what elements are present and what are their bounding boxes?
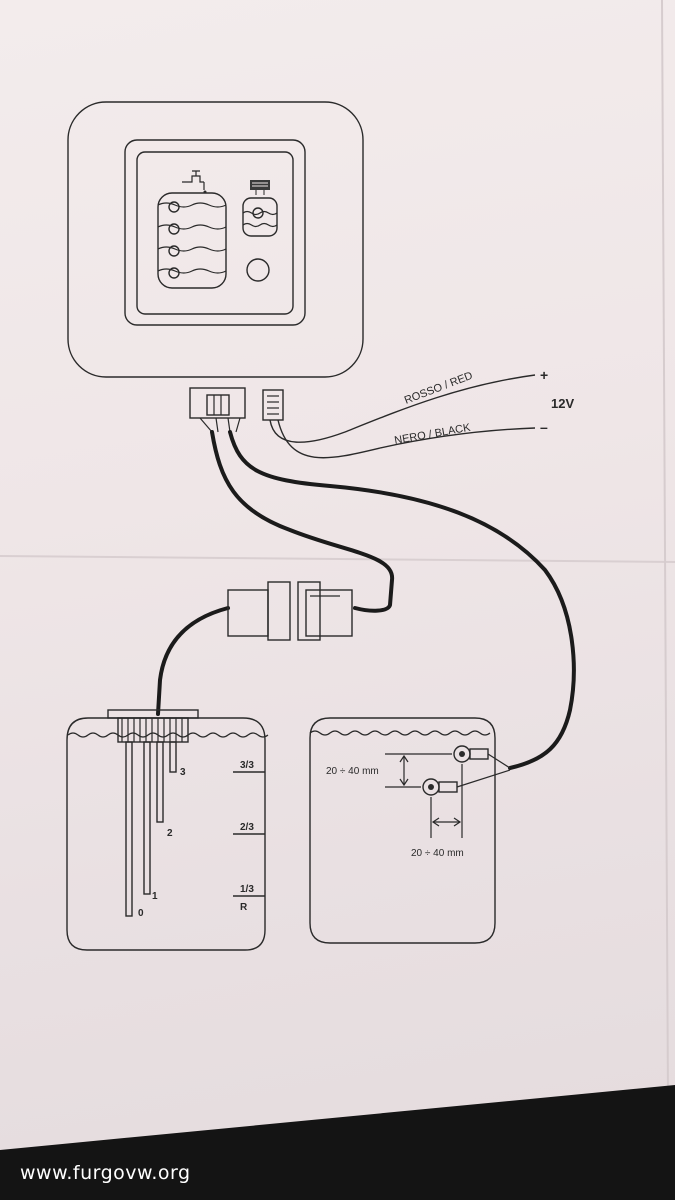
minus-terminal: –	[540, 419, 548, 435]
drain-grid-icon	[250, 180, 270, 195]
level-label-two-thirds: 2/3	[240, 822, 254, 833]
probe-rods	[125, 741, 177, 917]
probe-cable	[210, 430, 395, 613]
probe-label-1: 1	[152, 891, 158, 902]
red-wire-label: ROSSO / RED	[403, 370, 475, 407]
voltage-label: 12V	[551, 396, 574, 411]
level-label-full: 3/3	[240, 760, 254, 771]
fold-line-horizontal	[0, 555, 675, 563]
black-wire-label: NERO / BLACK	[393, 422, 472, 447]
power-connector-icon	[262, 389, 284, 421]
grey-water-tank: 20 ÷ 40 mm 20 ÷ 40 mm	[309, 717, 511, 944]
dimension-markers	[385, 753, 463, 838]
upper-sensor-icon	[453, 745, 511, 769]
level-label-reserve: R	[240, 902, 248, 913]
probe-label-2: 2	[167, 828, 173, 839]
grey-water-tank-icon	[242, 197, 278, 237]
fold-line-vertical	[661, 0, 669, 1101]
plus-terminal: +	[540, 367, 548, 383]
fresh-water-tank: 3 2 1 0 3/3 2/3 1/3 R	[66, 709, 269, 951]
vertical-distance-label: 20 ÷ 40 mm	[326, 766, 379, 777]
probe-label-3: 3	[180, 767, 186, 778]
probe-label-0: 0	[138, 908, 144, 919]
tap-icon	[182, 170, 207, 194]
level-label-one-third: 1/3	[240, 884, 254, 895]
test-button-icon	[246, 258, 270, 282]
probe-flange	[107, 709, 199, 719]
lower-sensor-icon	[422, 769, 511, 796]
black-wire	[277, 419, 536, 459]
probe-connector-icon	[189, 387, 246, 433]
horizontal-distance-label: 20 ÷ 40 mm	[411, 848, 464, 859]
watermark-text: www.furgovw.org	[20, 1162, 191, 1184]
tank-probe-cable	[156, 606, 230, 716]
fresh-water-tank-icon	[157, 192, 227, 289]
table-background	[0, 1085, 675, 1200]
red-wire	[269, 374, 536, 443]
sensor-cable	[228, 430, 576, 770]
inline-connector	[227, 581, 353, 641]
control-panel	[67, 101, 364, 378]
